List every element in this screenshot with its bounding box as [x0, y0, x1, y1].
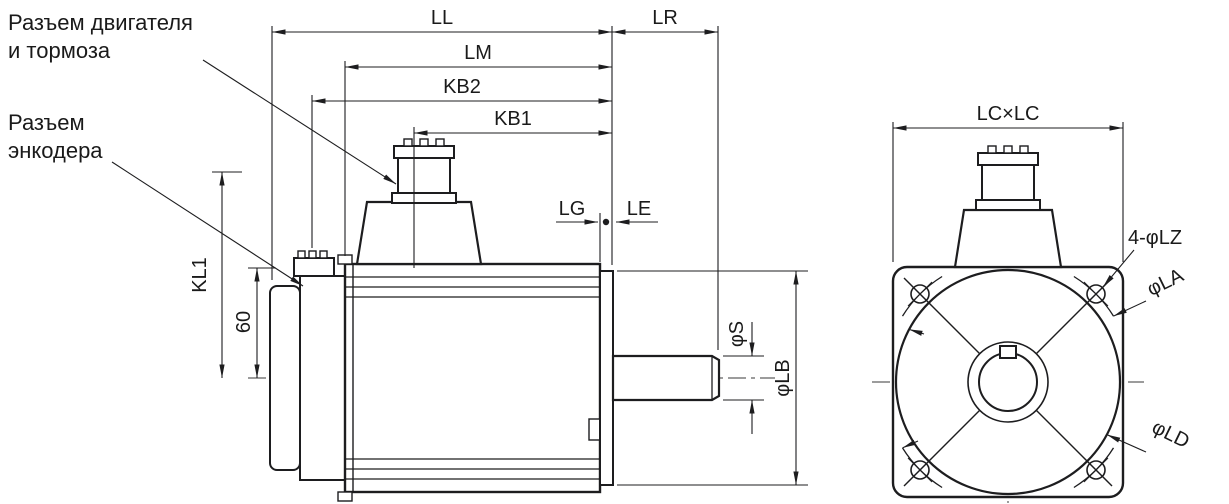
dim-label-lm: LM: [464, 42, 492, 64]
front-connector-pin: [1019, 145, 1029, 154]
bolt-hole: [910, 460, 930, 480]
leader-phild: [1106, 434, 1147, 453]
bolt-hole: [1086, 284, 1106, 304]
body-circle: [894, 268, 1122, 496]
front-connector-pin: [1003, 145, 1013, 154]
dim-label-kb2: KB2: [443, 76, 481, 98]
front-connector-collar: [975, 199, 1041, 211]
leader-motor-brake: [202, 59, 397, 185]
bolt-hole: [910, 284, 930, 304]
side-dimensions: LL LR LM KB2 KB1 LG LE KL1 60 φS: [189, 7, 808, 486]
body-fins-top: [345, 276, 600, 298]
leader-lz: [1102, 249, 1135, 288]
keyway: [999, 345, 1017, 359]
connector-pin: [403, 138, 413, 147]
bolt-hole: [1086, 460, 1106, 480]
encoder-cap-outer: [269, 285, 301, 471]
callout-motor-brake-line1: Разъем двигателя: [8, 10, 193, 35]
connector-collar: [391, 192, 457, 204]
encoder-connector-pin: [308, 250, 317, 259]
encoder-cap-inner: [299, 275, 346, 481]
dim-label-lc: LC×LC: [977, 103, 1040, 125]
encoder-connector-body: [293, 257, 335, 277]
shaft-circle: [978, 352, 1038, 412]
connector-base-trapezoid: [355, 200, 483, 266]
callouts: Разъем двигателя и тормоза Разъем энкоде…: [8, 10, 397, 287]
front-connector-pin: [987, 145, 997, 154]
front-connector-cylinder: [981, 164, 1035, 201]
connector-rim: [393, 145, 455, 159]
side-view: [248, 138, 775, 502]
callout-encoder-line2: энкодера: [8, 138, 103, 163]
body-tab-bottom: [337, 491, 353, 502]
encoder-connector-pin: [319, 250, 328, 259]
callout-motor-brake-line2: и тормоза: [8, 38, 111, 63]
dim-label-phila: φLA: [1144, 264, 1188, 300]
dim-label-ll: LL: [431, 7, 453, 29]
dim-label-lr: LR: [652, 7, 678, 29]
bolt-hole-mark: [1083, 457, 1109, 483]
leader-phild-opposite: [908, 328, 925, 336]
dim-label-phlb: φLB: [772, 359, 794, 396]
dim-label-le: LE: [627, 198, 651, 220]
dim-dot: [602, 218, 610, 226]
dim-label-lz: 4-φLZ: [1128, 227, 1182, 249]
end-plate: [599, 270, 614, 486]
dim-label-lg: LG: [559, 198, 586, 220]
leader-encoder: [111, 161, 304, 287]
motor-body: [343, 262, 602, 494]
front-connector-trapezoid: [953, 208, 1063, 269]
dim-label-kb1: KB1: [494, 108, 532, 130]
dim-label-60: 60: [233, 311, 255, 333]
leader-phila-opposite: [902, 440, 919, 449]
connector-cylinder: [397, 157, 451, 194]
body-fins-bottom: [345, 458, 600, 480]
leader-phila: [1113, 300, 1147, 317]
encoder-connector: [293, 250, 335, 277]
front-connector: [953, 145, 1063, 269]
bolt-hole-mark: [907, 281, 933, 307]
hub-circle: [967, 341, 1049, 423]
dim-label-kl1: KL1: [189, 257, 211, 293]
body-tab-top: [337, 254, 353, 265]
encoder-connector-pin: [297, 250, 306, 259]
front-connector-rim: [977, 152, 1039, 166]
connector-pin: [435, 138, 445, 147]
dim-label-phis: φS: [726, 321, 748, 347]
dim-label-phild: φLD: [1148, 416, 1192, 453]
bolt-hole-mark: [907, 457, 933, 483]
shaft: [611, 354, 721, 402]
motor-brake-connector: [355, 138, 483, 266]
connector-pin: [419, 138, 429, 147]
callout-encoder-line1: Разъем: [8, 110, 85, 135]
body-terminal-detail: [588, 418, 601, 441]
front-view: [872, 145, 1144, 503]
